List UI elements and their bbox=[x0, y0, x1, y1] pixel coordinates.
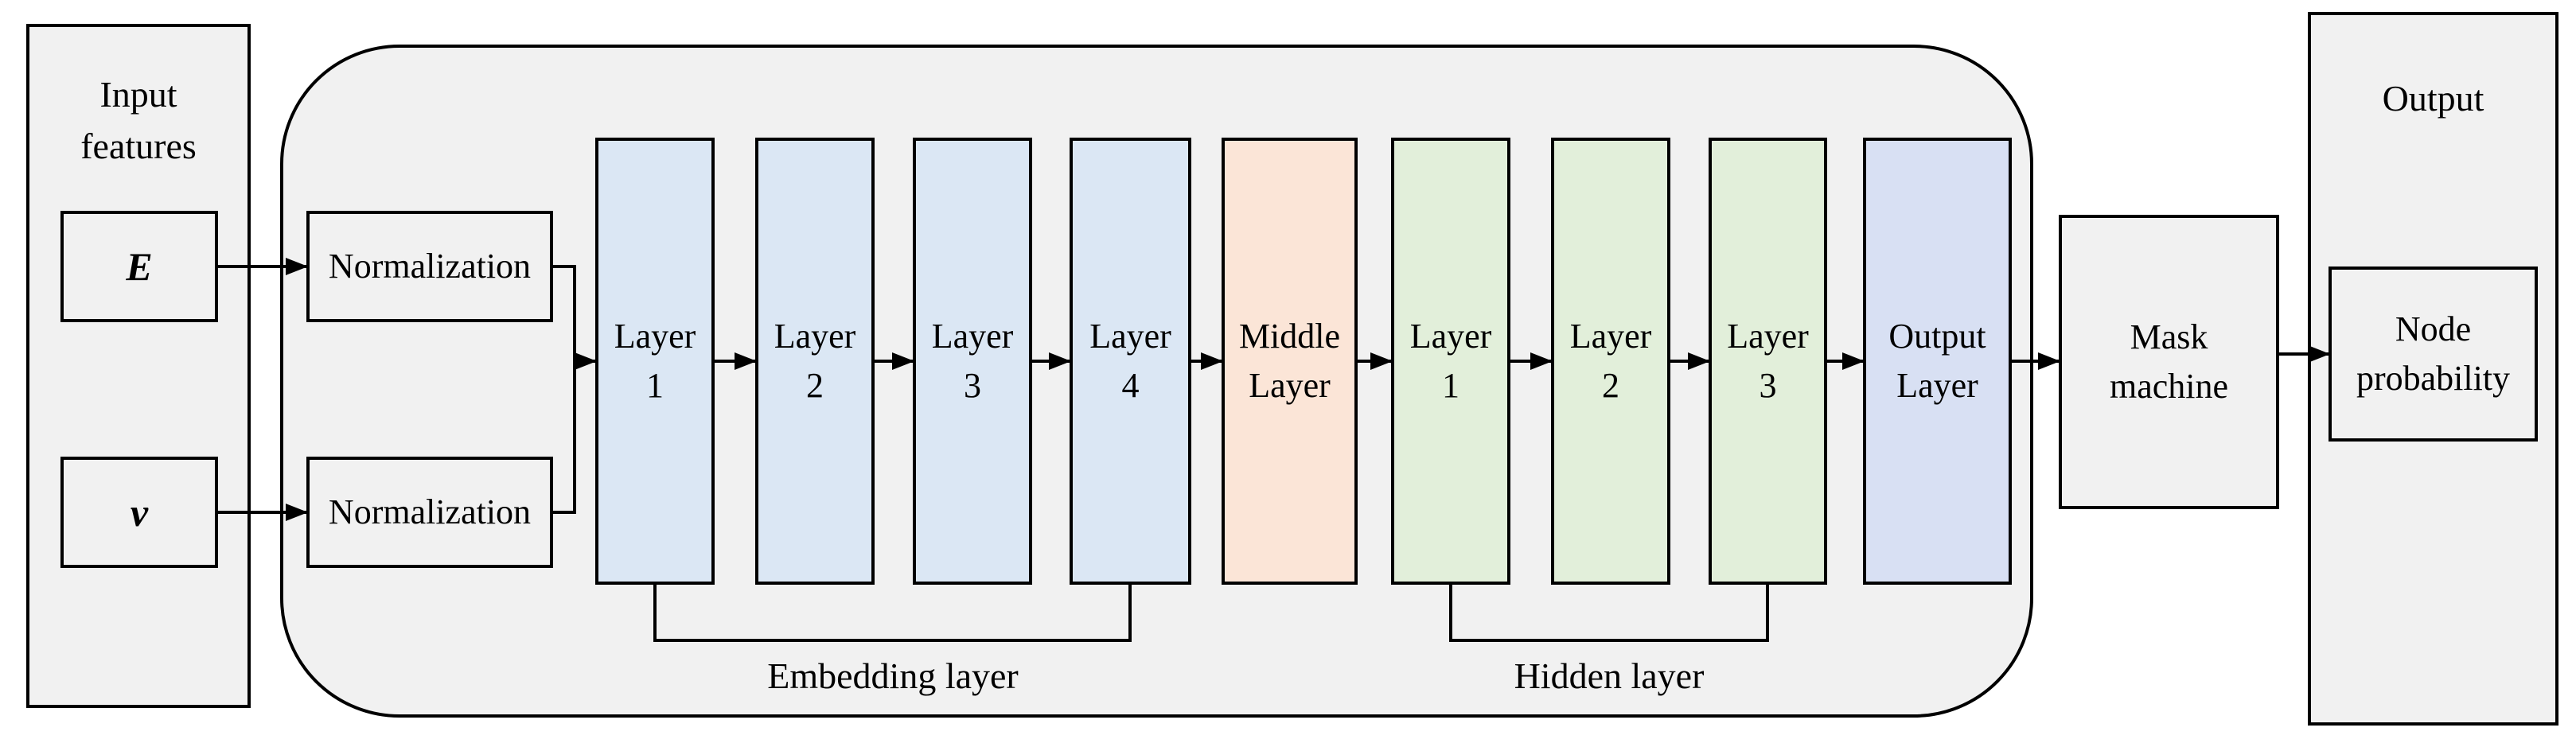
node-probability-box-label: probability bbox=[2356, 359, 2511, 398]
node-probability-box: Node probability bbox=[2329, 267, 2538, 442]
embedding-layer-3-box-label: 3 bbox=[964, 366, 981, 405]
input-features-box: Input features bbox=[26, 24, 251, 708]
mask-machine-box: Mask machine bbox=[2059, 215, 2279, 509]
embedding-layer-label: Embedding layer bbox=[767, 656, 1019, 696]
hidden-layer-label: Hidden layer bbox=[1514, 656, 1705, 696]
normalization-top-box-label: Normalization bbox=[328, 246, 532, 286]
feature-v-box: v bbox=[60, 457, 218, 568]
normalization-bottom-box: Normalization bbox=[306, 457, 553, 568]
input-features-box-label: Input bbox=[99, 74, 177, 115]
output-layer-box-label: Output bbox=[1888, 316, 1986, 356]
feature-e-box: E bbox=[60, 211, 218, 322]
output-layer-box-label: Layer bbox=[1896, 366, 1978, 405]
hidden-layer-3-box-label: 3 bbox=[1759, 366, 1777, 405]
normalization-top-box: Normalization bbox=[306, 211, 553, 322]
embedding-layer-2-box-label: Layer bbox=[774, 316, 856, 356]
hidden-layer-3-box-label: Layer bbox=[1727, 316, 1809, 356]
hidden-layer-2-box-label: 2 bbox=[1602, 366, 1619, 405]
embedding-layer-1-box-label: 1 bbox=[646, 366, 664, 405]
embedding-layer-2-box: Layer 2 bbox=[755, 138, 875, 585]
node-probability-box-label: Node bbox=[2395, 309, 2472, 348]
mask-machine-box-label: Mask bbox=[2130, 317, 2208, 356]
normalization-bottom-box-label: Normalization bbox=[328, 492, 532, 531]
embedding-layer-4-box-label: 4 bbox=[1121, 366, 1140, 405]
middle-layer-box-label: Middle bbox=[1238, 316, 1341, 356]
feature-e-box-label: E bbox=[126, 243, 153, 289]
embedding-layer-2-box-label: 2 bbox=[806, 366, 824, 405]
hidden-layer-2-box: Layer 2 bbox=[1551, 138, 1670, 585]
hidden-layer-1-box: Layer 1 bbox=[1391, 138, 1510, 585]
output-box-label: Output bbox=[2382, 78, 2484, 119]
middle-layer-box-label: Layer bbox=[1249, 366, 1331, 405]
embedding-layer-4-box-label: Layer bbox=[1089, 316, 1171, 356]
embedding-layer-3-box-label: Layer bbox=[931, 316, 1014, 356]
hidden-layer-1-box-label: 1 bbox=[1442, 366, 1459, 405]
input-features-box-label: features bbox=[80, 126, 197, 167]
embedding-layer-3-box: Layer 3 bbox=[913, 138, 1032, 585]
hidden-layer-1-box-label: Layer bbox=[1409, 316, 1492, 356]
hidden-layer-2-box-label: Layer bbox=[1569, 316, 1652, 356]
feature-v-box-label: v bbox=[130, 489, 149, 535]
embedding-layer-4-box: Layer 4 bbox=[1070, 138, 1191, 585]
hidden-layer-3-box: Layer 3 bbox=[1709, 138, 1827, 585]
embedding-layer-1-box-label: Layer bbox=[614, 316, 696, 356]
mask-machine-box-label: machine bbox=[2109, 367, 2229, 406]
embedding-layer-1-box: Layer 1 bbox=[595, 138, 715, 585]
